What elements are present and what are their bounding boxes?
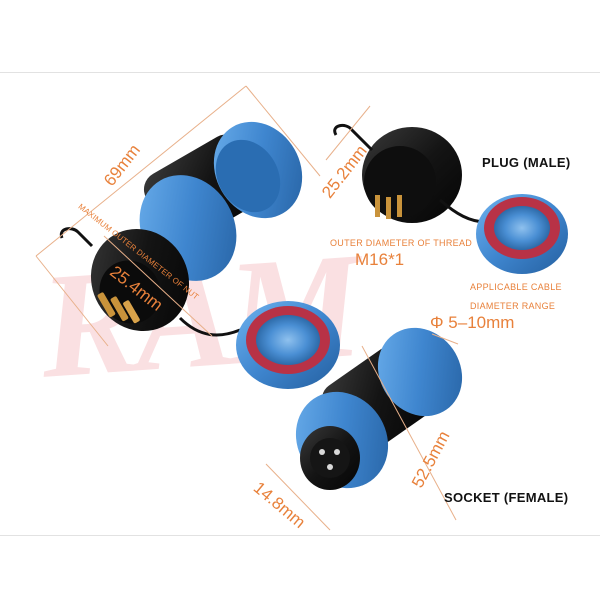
dimension-lines [35, 85, 459, 531]
cable-caption-line2: DIAMETER RANGE [470, 301, 556, 311]
dust-cap-left [236, 301, 340, 389]
thread-value: M16*1 [355, 250, 405, 269]
bottom-divider [0, 535, 600, 536]
plug-assembly-left [59, 121, 303, 337]
plug-male-assembly [333, 123, 487, 224]
top-divider [0, 72, 600, 73]
cable-caption-line1: APPLICABLE CABLE [470, 282, 562, 292]
cable-range-value: Φ 5–10mm [430, 313, 515, 332]
plug-label: PLUG (MALE) [482, 155, 571, 170]
dust-cap-right [476, 194, 568, 274]
socket-label: SOCKET (FEMALE) [444, 490, 569, 505]
thread-caption: OUTER DIAMETER OF THREAD [330, 238, 473, 248]
